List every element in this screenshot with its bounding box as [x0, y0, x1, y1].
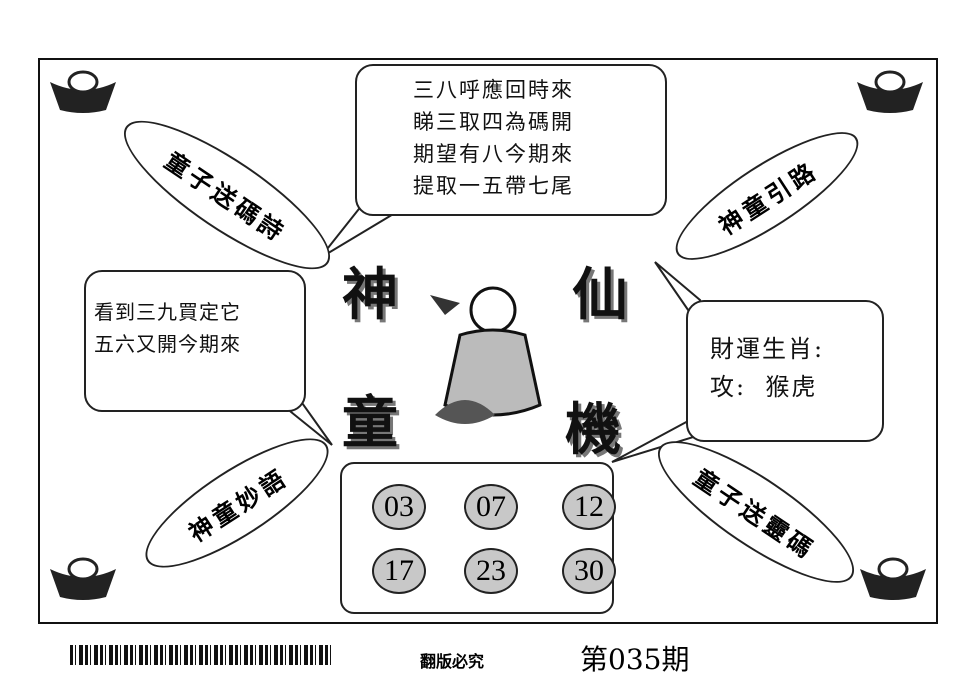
title-char: 童: [342, 390, 398, 456]
poem-line: 看到三九買定它: [94, 300, 241, 324]
title-char: 神: [342, 262, 398, 328]
number-ball: 17: [372, 548, 426, 594]
zodiac-title: 財運生肖:: [710, 335, 825, 363]
gold-ingot-icon: [50, 70, 116, 113]
poem-line: 三八呼應回時來: [413, 78, 574, 102]
copyright-notice: 翻版必究: [420, 652, 485, 671]
issue-number: 第035期: [580, 643, 690, 676]
poem-line: 五六又開今期來: [94, 332, 241, 356]
title-char: 機: [565, 397, 621, 463]
title-char: 仙: [572, 262, 628, 328]
zodiac-bubble: 財運生肖: 攻: 猴虎: [686, 300, 884, 442]
number-ball: 23: [464, 548, 518, 594]
poem-line: 睇三取四為碼開: [413, 110, 574, 134]
left-poem-bubble: 看到三九買定它 五六又開今期來: [84, 270, 306, 412]
zodiac-values: 攻: 猴虎: [710, 373, 818, 401]
number-ball: 07: [464, 484, 518, 530]
gold-ingot-icon: [50, 557, 116, 600]
number-ball: 03: [372, 484, 426, 530]
top-poem-bubble: 三八呼應回時來 睇三取四為碼開 期望有八今期來 提取一五帶七尾: [355, 64, 667, 216]
child-figure-image: [430, 286, 542, 424]
outer-frame: [38, 58, 938, 624]
gold-ingot-icon: [857, 70, 923, 113]
barcode: [70, 645, 332, 665]
number-ball: 12: [562, 484, 616, 530]
poem-line: 期望有八今期來: [413, 142, 574, 166]
poem-line: 提取一五帶七尾: [413, 174, 574, 198]
gold-ingot-icon: [860, 557, 926, 600]
number-ball: 30: [562, 548, 616, 594]
numbers-box: 03 07 12 17 23 30: [340, 462, 616, 614]
